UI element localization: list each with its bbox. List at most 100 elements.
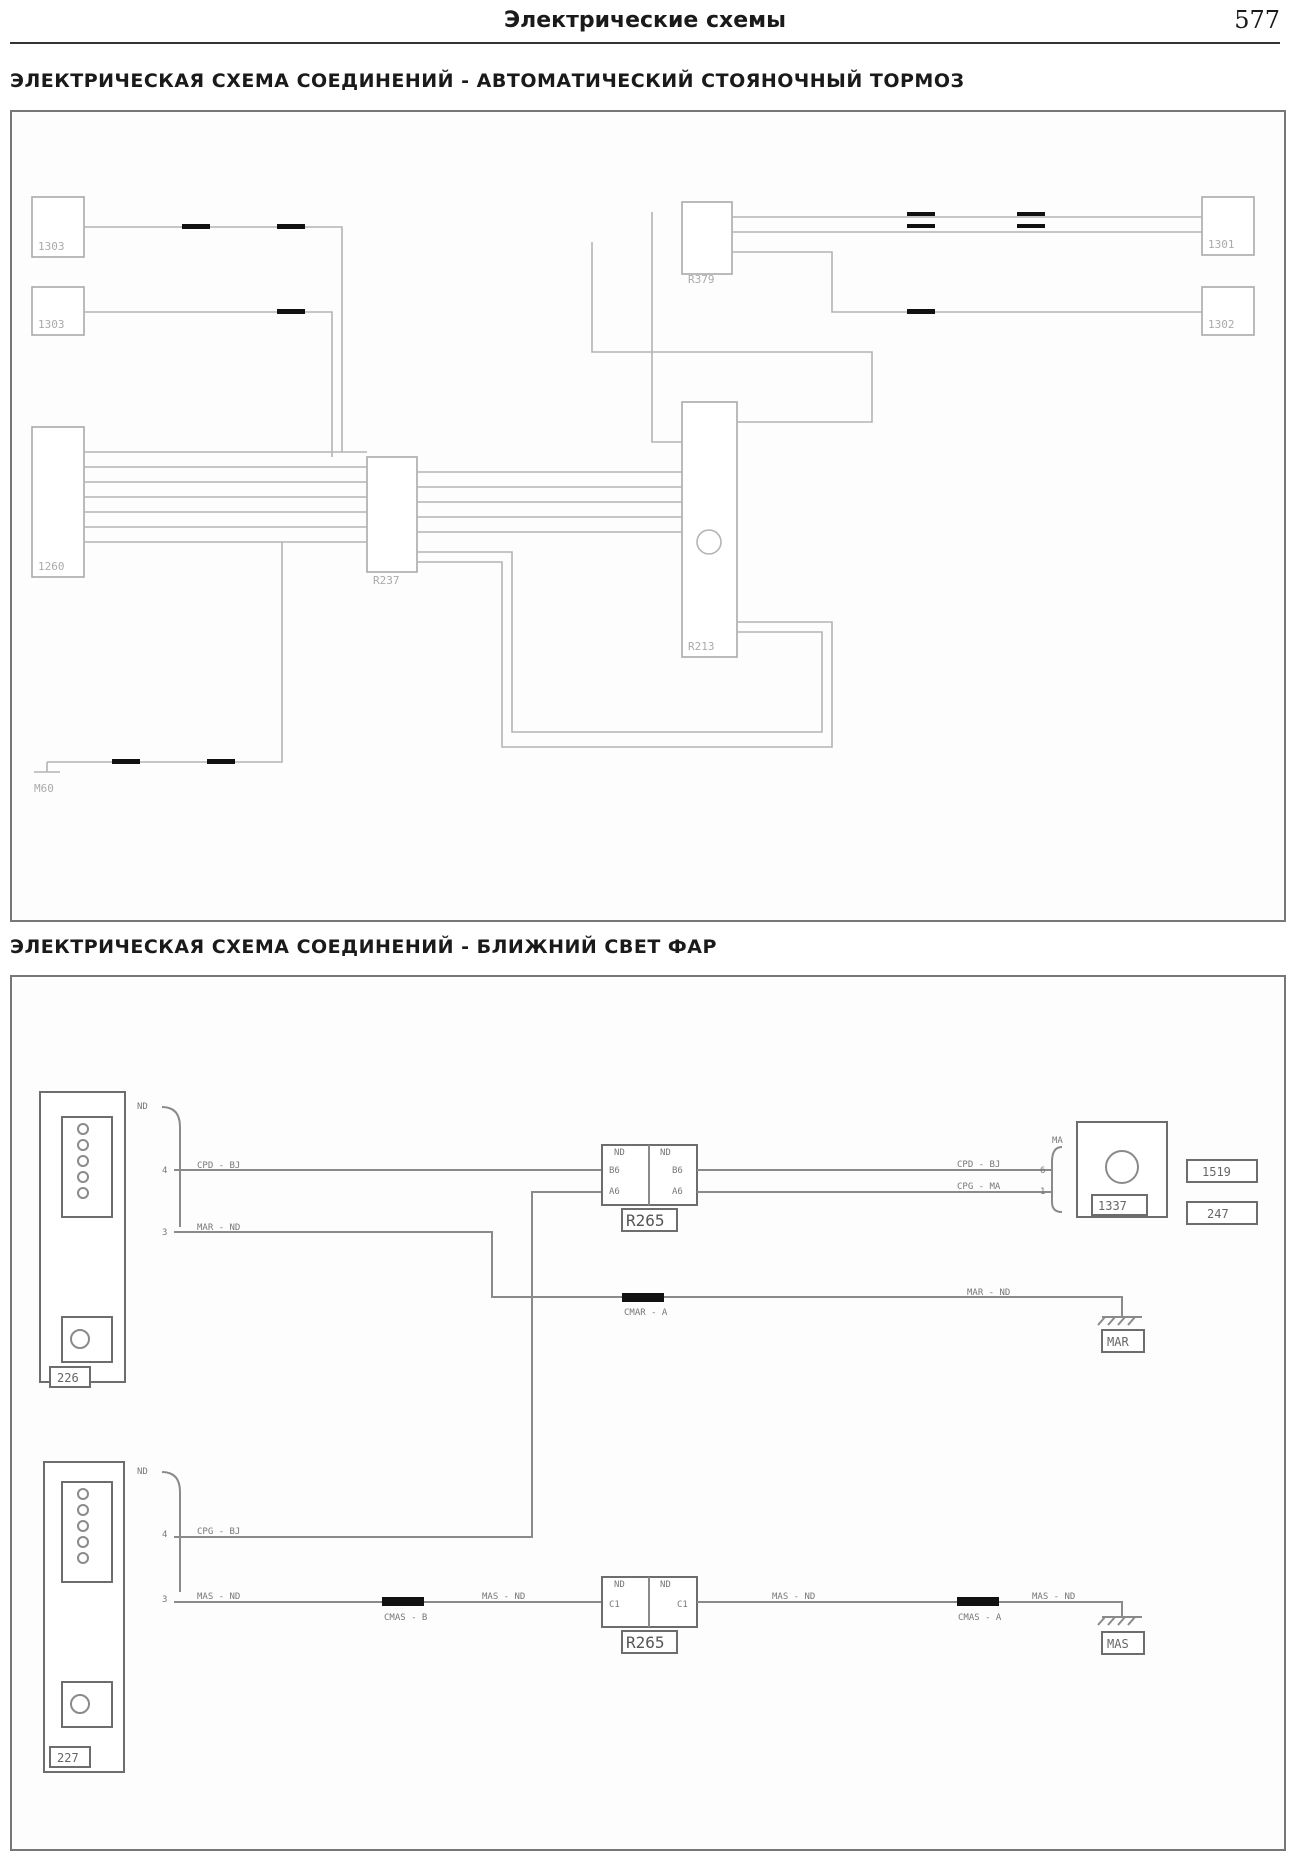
splice bbox=[907, 309, 935, 314]
pin-nd-label: ND bbox=[660, 1580, 671, 1590]
wire-cpd-bj-right-label: CPD - BJ bbox=[957, 1160, 1000, 1170]
splice bbox=[277, 224, 305, 229]
splice bbox=[277, 309, 305, 314]
component-1260 bbox=[31, 426, 85, 578]
pin-4-label: 4 bbox=[162, 1530, 167, 1540]
connector-r265-top-label-box bbox=[621, 1208, 678, 1232]
actuator-1337-label: 1337 bbox=[1098, 1199, 1127, 1213]
component-1301 bbox=[1201, 196, 1255, 256]
component-1302-label: 1302 bbox=[1208, 318, 1235, 331]
page-title: Электрические схемы bbox=[503, 8, 787, 33]
ground-mar-icon bbox=[1097, 1297, 1142, 1326]
pin-4-label: 4 bbox=[162, 1166, 167, 1176]
pin-6-label: 6 bbox=[1040, 1166, 1045, 1176]
splice-cmas-a bbox=[957, 1597, 999, 1606]
ref-1519-label: 1519 bbox=[1202, 1165, 1231, 1179]
pin-a6-label: A6 bbox=[609, 1187, 620, 1197]
wire-cpd-bj-label: CPD - BJ bbox=[197, 1161, 240, 1171]
component-1301-label: 1301 bbox=[1208, 238, 1235, 251]
pin-ma-label: MA bbox=[1052, 1136, 1063, 1146]
connector-r265-top-label: R265 bbox=[626, 1211, 665, 1230]
splice-cmar-a-label: CMAR - A bbox=[624, 1308, 668, 1318]
ground-mas-label-box bbox=[1101, 1631, 1145, 1655]
headlamp-left-226-motor bbox=[61, 1316, 113, 1363]
wires-center bbox=[417, 471, 833, 748]
connector-r237 bbox=[366, 456, 418, 573]
ground-symbol bbox=[34, 762, 60, 773]
low-beam-diagram: 226 227 ND 4 3 ND 4 3 CPD - BJ MAR - ND … bbox=[39, 1091, 1258, 1773]
wire-mas-nd-label: MAS - ND bbox=[1032, 1592, 1075, 1602]
pin-3-label: 3 bbox=[162, 1228, 167, 1238]
headlamp-left-226-bulb-block bbox=[61, 1116, 113, 1218]
motor-icon bbox=[70, 1694, 90, 1714]
pin-nd-label: ND bbox=[614, 1580, 625, 1590]
component-1303-a-label: 1303 bbox=[38, 240, 65, 253]
connector-r265-bottom-label: R265 bbox=[626, 1633, 665, 1652]
wire-mas-nd-label: MAS - ND bbox=[482, 1592, 525, 1602]
component-1303-a bbox=[31, 196, 85, 258]
wires-right bbox=[591, 212, 1202, 443]
pin-nd-label: ND bbox=[660, 1148, 671, 1158]
motor-icon bbox=[70, 1329, 90, 1349]
wire-cpg-bj-label: CPG - BJ bbox=[197, 1527, 240, 1537]
module-r213-label: R213 bbox=[688, 640, 715, 653]
ref-247-label: 247 bbox=[1207, 1207, 1229, 1221]
wire-mas-nd-label: MAS - ND bbox=[197, 1592, 240, 1602]
splice bbox=[907, 212, 935, 216]
connector-r237-label: R237 bbox=[373, 574, 400, 587]
ground-mas-label: MAS bbox=[1107, 1637, 1129, 1651]
pin-nd-label: ND bbox=[614, 1148, 625, 1158]
connector-r379-label: R379 bbox=[688, 273, 715, 286]
wire-cpg-ma-right-label: CPG - MA bbox=[957, 1182, 1001, 1192]
wire-mar-nd bbox=[174, 1231, 1123, 1317]
splice-cmar-a bbox=[622, 1293, 664, 1302]
wire-cpg-bj bbox=[174, 1191, 602, 1538]
component-1303-b bbox=[31, 286, 85, 336]
splice bbox=[207, 759, 235, 764]
splice bbox=[1017, 224, 1045, 228]
wire-mas-nd-right bbox=[697, 1601, 1123, 1617]
headlamp-227-label: 227 bbox=[57, 1751, 79, 1765]
splice bbox=[112, 759, 140, 764]
actuator-bracket bbox=[1051, 1146, 1063, 1213]
splice bbox=[1017, 212, 1045, 216]
diagram2-panel: 226 227 ND 4 3 ND 4 3 CPD - BJ MAR - ND … bbox=[10, 975, 1286, 1851]
splice bbox=[907, 224, 935, 228]
wire-mar-nd-label-right: MAR - ND bbox=[967, 1288, 1010, 1298]
pin-nd-label: ND bbox=[137, 1102, 148, 1112]
ref-box-1519 bbox=[1186, 1159, 1258, 1183]
ground-mas-icon bbox=[1097, 1616, 1142, 1626]
page-header: Электрические схемы 577 bbox=[10, 0, 1280, 44]
component-1302 bbox=[1201, 286, 1255, 336]
diagram1-panel: 1303 1303 1260 1301 1302 R379 R237 R213 bbox=[10, 110, 1286, 922]
component-1260-label: 1260 bbox=[38, 560, 65, 573]
splice-cmas-a-label: CMAS - A bbox=[958, 1613, 1002, 1623]
pin-c1-label: C1 bbox=[677, 1600, 688, 1610]
pin-c1-label: C1 bbox=[609, 1600, 620, 1610]
pin-bracket bbox=[161, 1106, 181, 1227]
pin-3-label: 3 bbox=[162, 1595, 167, 1605]
parking-brake-diagram: 1303 1303 1260 1301 1302 R379 R237 R213 bbox=[31, 196, 1255, 795]
splice bbox=[182, 224, 210, 229]
headlamp-left-227-bulb-block bbox=[61, 1481, 113, 1583]
pin-bracket bbox=[161, 1471, 181, 1592]
connector-r265-bottom-label-box bbox=[621, 1630, 678, 1654]
diagram2-title: ЭЛЕКТРИЧЕСКАЯ СХЕМА СОЕДИНЕНИЙ - БЛИЖНИЙ… bbox=[10, 936, 717, 958]
ground-mar-label: MAR bbox=[1107, 1335, 1129, 1349]
wire-mas-nd-label: MAS - ND bbox=[772, 1592, 815, 1602]
module-r213-motor-icon bbox=[696, 529, 722, 555]
pin-a6-label: A6 bbox=[672, 1187, 683, 1197]
headlamp-227-label-box bbox=[49, 1746, 91, 1768]
page-number: 577 bbox=[1234, 6, 1280, 34]
pin-b6-label: B6 bbox=[609, 1166, 620, 1176]
connector-r379 bbox=[681, 201, 733, 275]
wire-mar-nd-label: MAR - ND bbox=[197, 1223, 240, 1233]
ref-box-247 bbox=[1186, 1201, 1258, 1225]
splice-cmas-b bbox=[382, 1597, 424, 1606]
headlamp-left-227-motor bbox=[61, 1681, 113, 1728]
actuator-1337-label-box bbox=[1091, 1194, 1148, 1216]
pin-nd-label: ND bbox=[137, 1467, 148, 1477]
component-1303-b-label: 1303 bbox=[38, 318, 65, 331]
actuator-motor-icon bbox=[1105, 1150, 1139, 1184]
splice-cmas-b-label: CMAS - B bbox=[384, 1613, 427, 1623]
